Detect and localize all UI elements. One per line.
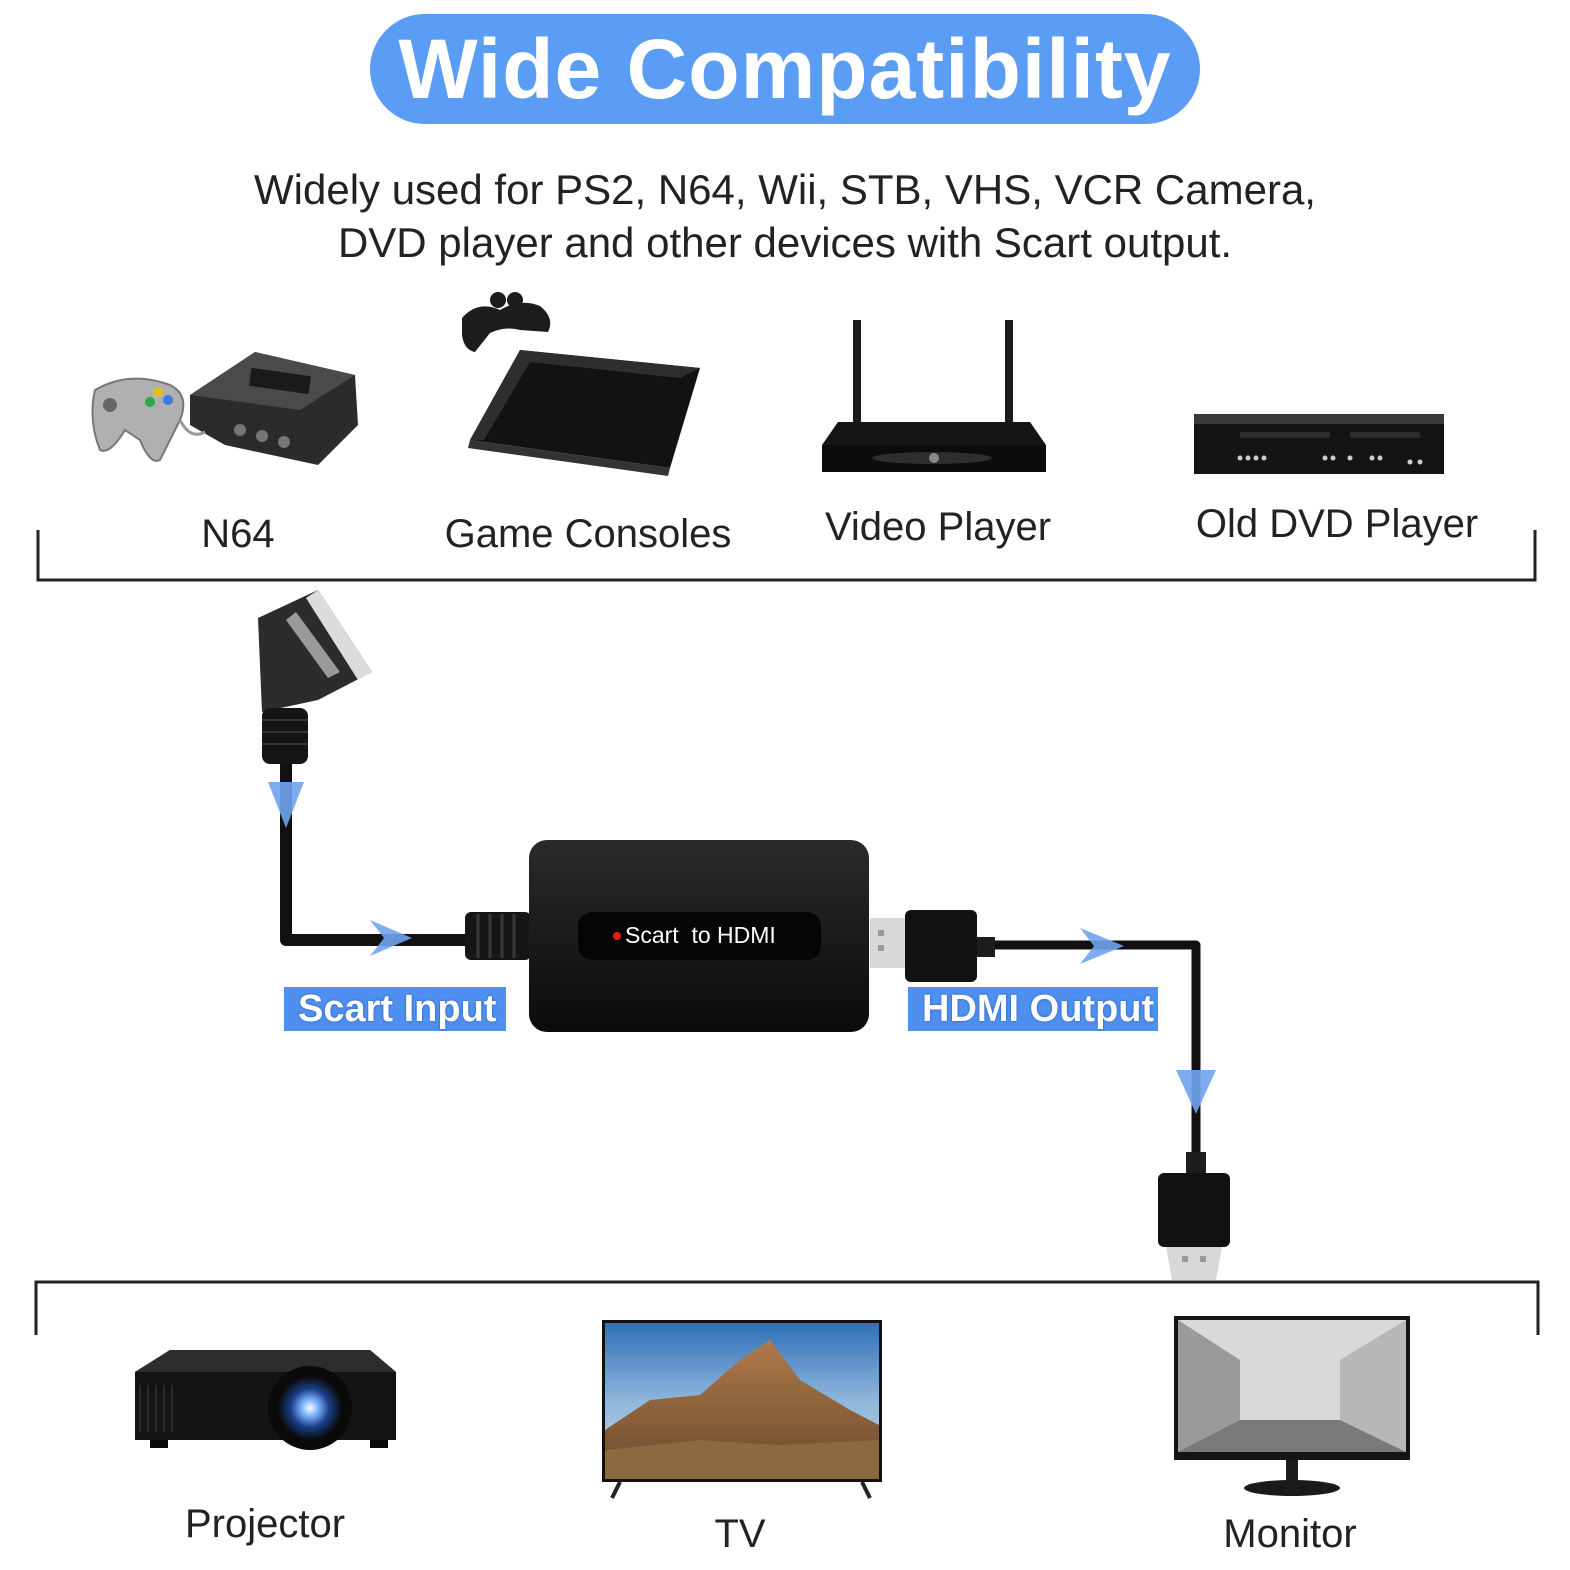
display-label-tv: TV xyxy=(714,1512,766,1556)
power-led xyxy=(613,932,621,940)
device-label: Scart to HDMI xyxy=(625,922,776,949)
device-label-right: to HDMI xyxy=(691,922,776,948)
hdmi-output-cable xyxy=(995,940,1201,1155)
scart-input-tag: Scart Input xyxy=(284,987,506,1031)
source-bracket xyxy=(36,530,1537,582)
source-label-n64: N64 xyxy=(201,512,275,556)
ps3-console-icon xyxy=(462,292,700,476)
tv-icon xyxy=(602,1320,882,1499)
device-label-left: Scart xyxy=(625,922,679,948)
display-label-monitor: Monitor xyxy=(1223,1512,1357,1556)
arrow-down-icon xyxy=(1176,1070,1216,1114)
hdmi-plug-bottom xyxy=(1158,1152,1230,1280)
converter-box xyxy=(529,840,869,1032)
page-title: Wide Compatibility xyxy=(398,21,1172,116)
subtitle-line-2: DVD player and other devices with Scart … xyxy=(337,219,1233,266)
title-banner: Wide Compatibility xyxy=(370,14,1200,124)
dvd-vcr-player-icon xyxy=(1194,414,1444,474)
projector-icon xyxy=(135,1350,396,1450)
arrow-right-icon xyxy=(370,920,412,956)
source-label-video-player: Video Player xyxy=(824,505,1052,549)
display-label-projector: Projector xyxy=(184,1502,346,1546)
monitor-icon xyxy=(1174,1316,1410,1496)
source-label-old-dvd-player: Old DVD Player xyxy=(1195,502,1479,546)
n64-console-icon xyxy=(91,352,358,465)
scart-input-cable xyxy=(280,764,470,946)
arrow-down-icon xyxy=(268,782,304,828)
arrow-right-icon xyxy=(1080,928,1124,964)
hdmi-output-tag: HDMI Output xyxy=(908,987,1158,1031)
display-bracket xyxy=(34,1280,1540,1335)
hdmi-plug-left xyxy=(870,910,995,982)
source-label-game-consoles: Game Consoles xyxy=(444,512,732,556)
set-top-box-icon xyxy=(822,320,1046,472)
strain-relief xyxy=(465,912,531,960)
scart-plug-icon xyxy=(258,590,372,764)
subtitle-line-1: Widely used for PS2, N64, Wii, STB, VHS,… xyxy=(254,166,1316,213)
